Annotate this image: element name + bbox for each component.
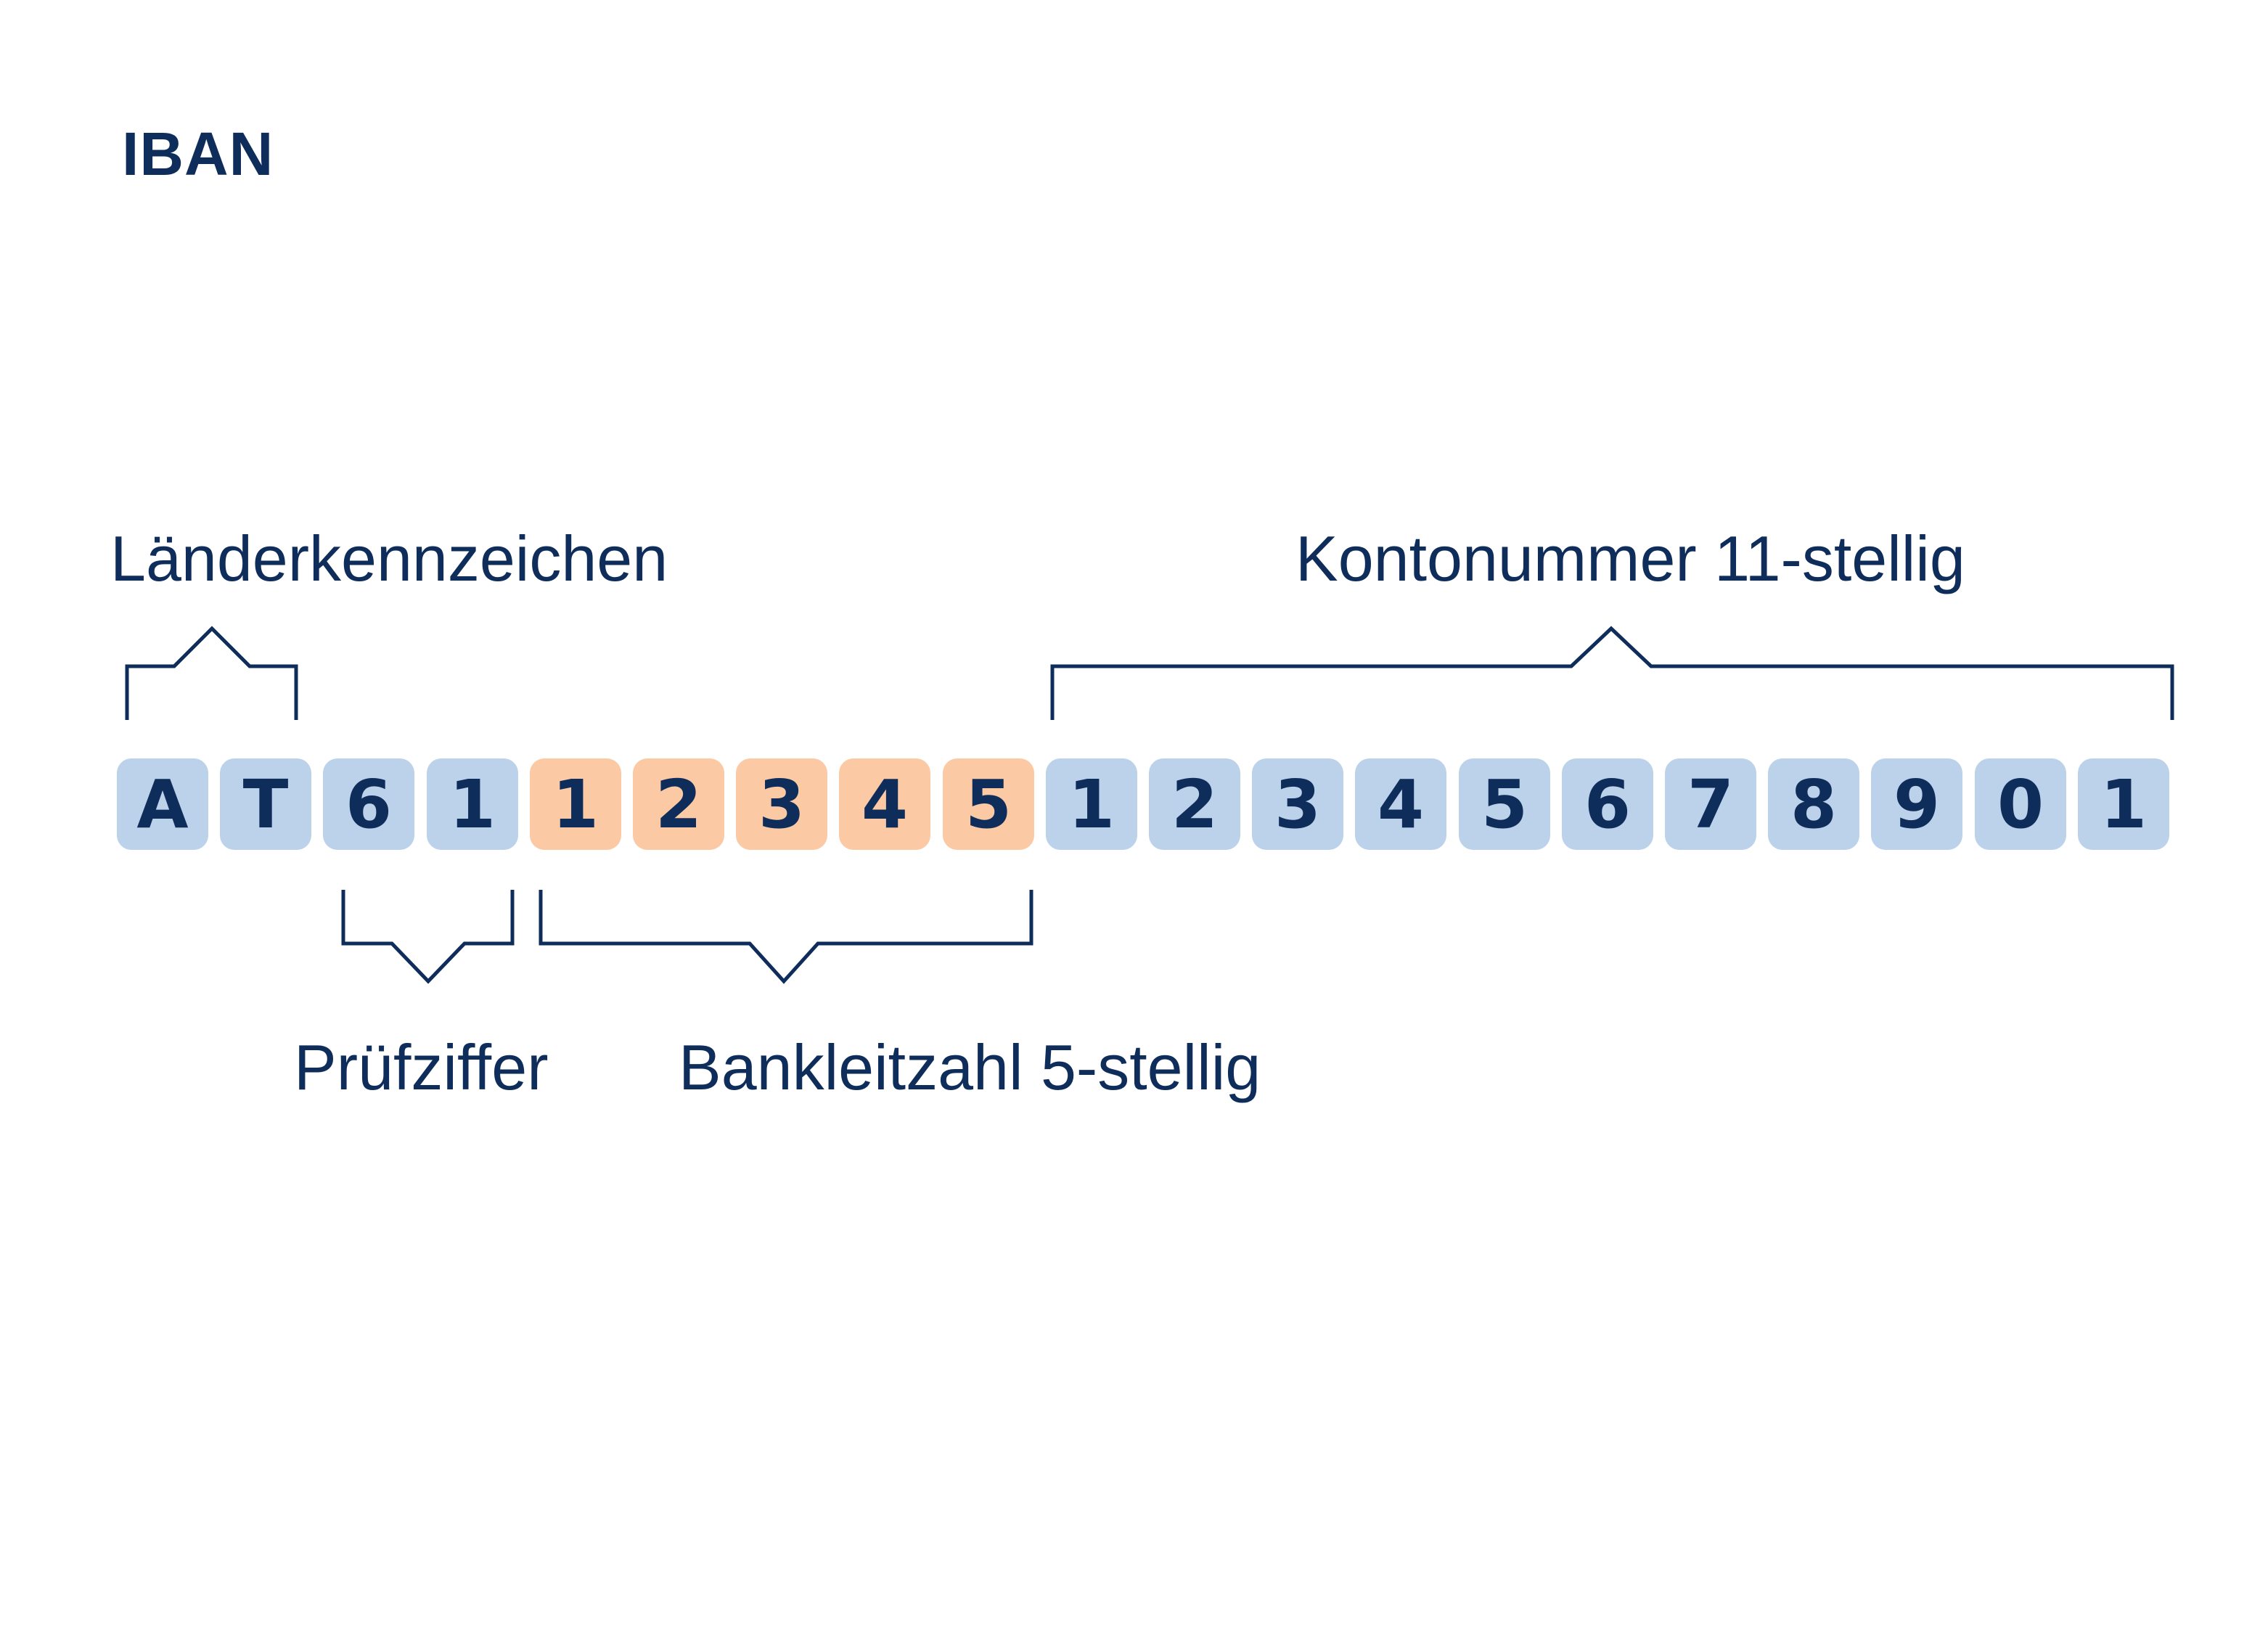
iban-char-account-6: 6 [1562, 758, 1653, 850]
bracket-account [1050, 626, 2174, 720]
label-account-number: Kontonummer 11-stellig [1295, 523, 1965, 594]
iban-char-bank-4: 4 [839, 758, 930, 850]
bracket-check [341, 890, 515, 984]
iban-char-account-11: 1 [2078, 758, 2169, 850]
iban-char-check-2: 1 [427, 758, 518, 850]
iban-char-bank-1: 1 [530, 758, 621, 850]
iban-char-account-9: 9 [1871, 758, 1962, 850]
iban-char-bank-3: 3 [736, 758, 827, 850]
iban-char-check-1: 6 [323, 758, 414, 850]
iban-char-account-10: 0 [1975, 758, 2066, 850]
label-bank-code: Bankleitzahl 5-stellig [679, 1031, 1261, 1103]
iban-char-account-1: 1 [1046, 758, 1137, 850]
label-country-code: Länderkennzeichen [110, 523, 668, 594]
bracket-bank [539, 890, 1033, 984]
iban-char-account-7: 7 [1665, 758, 1756, 850]
iban-char-country-1: A [117, 758, 208, 850]
iban-char-account-4: 4 [1355, 758, 1446, 850]
iban-char-account-3: 3 [1252, 758, 1343, 850]
diagram-title: IBAN [122, 120, 274, 188]
iban-char-account-5: 5 [1459, 758, 1550, 850]
iban-char-bank-5: 5 [943, 758, 1034, 850]
iban-char-account-2: 2 [1149, 758, 1240, 850]
label-check-digits: Prüfziffer [294, 1031, 549, 1103]
iban-char-country-2: T [220, 758, 311, 850]
iban-char-bank-2: 2 [633, 758, 724, 850]
iban-char-account-8: 8 [1768, 758, 1859, 850]
bracket-country [125, 626, 298, 720]
